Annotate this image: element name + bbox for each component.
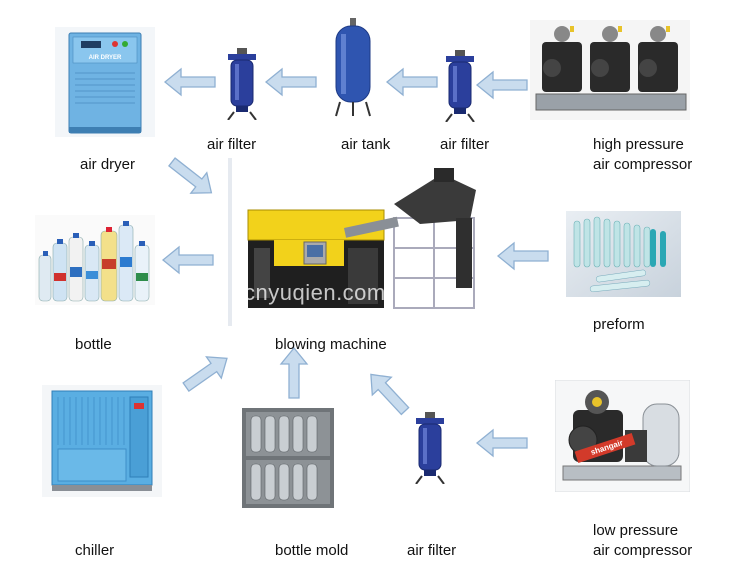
air-filter-icon (227, 48, 257, 120)
label-bottle-mold: bottle mold (275, 542, 349, 559)
label-hp-compressor-1: high pressure (593, 136, 684, 153)
dryer-panel-text: AIR DRYER (89, 55, 122, 61)
label-air-filter-1: air filter (207, 136, 257, 153)
arrow-preform-to-machine (497, 242, 549, 270)
low-pressure-compressor-image: shangair (555, 380, 690, 492)
arrow-compressor-to-filter (476, 71, 528, 99)
chiller-image (42, 385, 162, 497)
label-air-filter-2: air filter (440, 136, 490, 153)
arrow-chiller-to-machine (177, 347, 236, 399)
air-filter-icon (415, 412, 445, 484)
label-lp-compressor-1: low pressure (593, 522, 679, 539)
label-preform: preform (593, 316, 645, 333)
label-lp-compressor-2: air compressor (593, 542, 693, 559)
arrow-filter-to-tank (386, 68, 438, 96)
air-dryer-image: AIR DRYER (55, 27, 155, 137)
label-hp-compressor-2: air compressor (593, 156, 693, 173)
label-bottle: bottle (75, 336, 112, 353)
arrow-tank-to-filter (265, 68, 317, 96)
bottles-image (35, 215, 155, 305)
air-tank-icon (335, 18, 371, 117)
watermark: cnyuqien.com (244, 280, 386, 305)
label-air-filter-3: air filter (407, 542, 457, 559)
label-blowing-machine: blowing machine (275, 336, 387, 353)
arrow-filter-to-dryer (164, 68, 216, 96)
arrow-filter3-to-machine (360, 364, 416, 421)
divider-line (228, 158, 232, 326)
blowing-machine-image (244, 168, 496, 318)
label-air-tank: air tank (341, 136, 391, 153)
bottle-mold-image (242, 408, 334, 508)
label-air-dryer: air dryer (80, 156, 136, 173)
arrow-mold-to-machine (280, 347, 308, 399)
arrow-machine-to-bottle (162, 246, 214, 274)
label-chiller: chiller (75, 542, 115, 559)
arrow-dryer-to-machine (163, 151, 221, 204)
air-filter-icon (445, 50, 475, 122)
high-pressure-compressor-image (530, 20, 690, 120)
preform-image (566, 211, 681, 297)
arrow-lpcompressor-to-filter (476, 429, 528, 457)
